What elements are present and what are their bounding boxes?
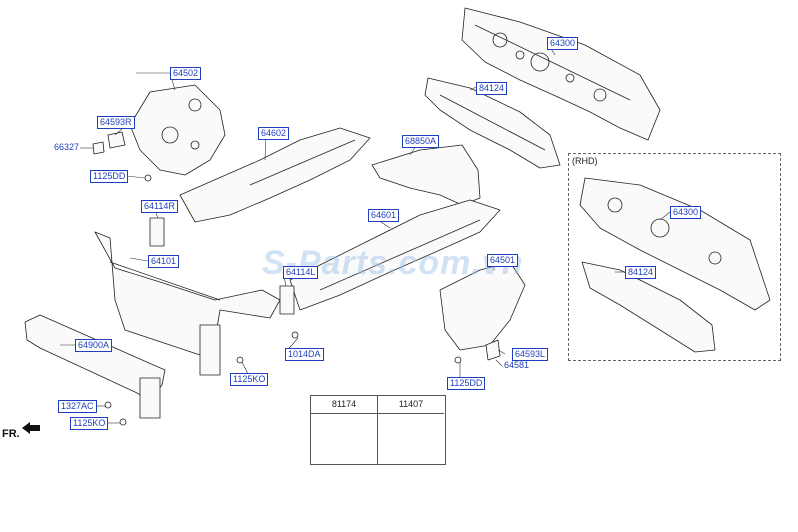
label-64900a[interactable]: 64900A — [75, 339, 113, 352]
bracket-68850a — [371, 144, 481, 206]
label-1125dd-right[interactable]: 1125DD — [447, 377, 486, 390]
rhd-title: (RHD) — [572, 156, 598, 166]
label-68850a[interactable]: 68850A — [402, 135, 440, 148]
radiator-support-64101 — [94, 231, 281, 376]
parts-legend-table: 81174 11407 — [310, 395, 446, 465]
label-1125dd-left[interactable]: 1125DD — [90, 170, 129, 183]
label-64601[interactable]: 64601 — [368, 209, 400, 222]
legend-header-81174[interactable]: 81174 — [311, 396, 377, 414]
fender-apron-64501 — [439, 261, 526, 351]
side-member-64601 — [289, 199, 501, 311]
label-64101[interactable]: 64101 — [148, 255, 180, 268]
label-1125ko-left[interactable]: 1125KO — [70, 417, 109, 430]
label-1327ac[interactable]: 1327AC — [58, 400, 97, 413]
label-64300[interactable]: 64300 — [547, 37, 579, 50]
label-64593l[interactable]: 64593L — [512, 348, 549, 361]
front-label: FR. — [2, 428, 20, 440]
rhd-dash-panel-64300 — [579, 177, 771, 311]
legend-header-11407[interactable]: 11407 — [378, 396, 444, 414]
label-1014da[interactable]: 1014DA — [285, 348, 324, 361]
label-1125ko-center[interactable]: 1125KO — [230, 373, 269, 386]
dash-panel-64300 — [461, 7, 661, 141]
label-84124-rhd[interactable]: 84124 — [625, 266, 657, 279]
bumper-beam-64900a — [24, 314, 166, 419]
label-84124[interactable]: 84124 — [476, 82, 508, 95]
fender-apron-64502 — [129, 84, 226, 176]
legend-cell-81174: 81174 — [311, 396, 378, 464]
legend-cell-11407: 11407 — [378, 396, 444, 464]
cowl-panel-84124 — [424, 77, 561, 169]
side-member-64602 — [179, 127, 371, 223]
label-64502[interactable]: 64502 — [170, 67, 202, 80]
front-arrow-icon — [22, 422, 40, 434]
label-64581[interactable]: 64581 — [504, 360, 530, 370]
label-64501[interactable]: 64501 — [487, 254, 519, 267]
rhd-cowl-panel-84124 — [581, 261, 716, 353]
label-64593r[interactable]: 64593R — [97, 116, 135, 129]
label-66327[interactable]: 66327 — [54, 142, 80, 152]
label-64114l[interactable]: 64114L — [283, 266, 319, 279]
label-64300-rhd[interactable]: 64300 — [670, 206, 702, 219]
label-64114r[interactable]: 64114R — [141, 200, 178, 213]
rhd-section-box — [568, 153, 781, 361]
label-64602[interactable]: 64602 — [258, 127, 290, 140]
